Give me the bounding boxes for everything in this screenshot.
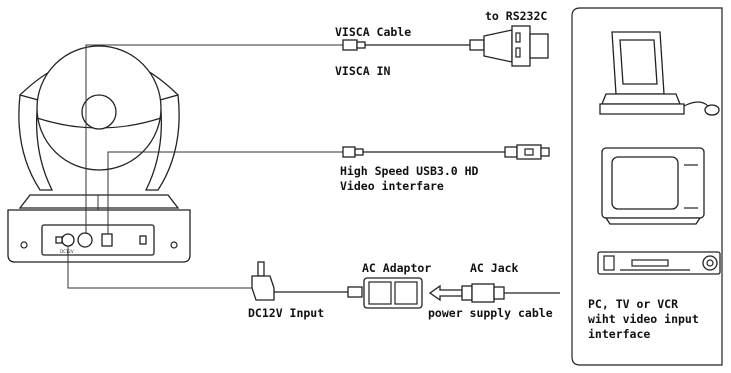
dc12v-label: DC12V Input — [248, 306, 325, 320]
visca-in-label: VISCA IN — [335, 64, 391, 78]
usb-label-line1: High Speed USB3.0 HD — [340, 164, 479, 178]
camera-base-top — [18, 194, 180, 209]
visca-wire — [85, 44, 344, 234]
ac-jack-label: AC Jack — [470, 261, 519, 275]
ac-jack — [461, 285, 473, 301]
visca-connector — [342, 39, 358, 51]
dc-wire — [67, 246, 258, 289]
vcr-icon — [597, 251, 721, 275]
camera-lens — [81, 94, 117, 130]
dc-port — [61, 233, 75, 247]
devices-label-line3: interface — [588, 327, 651, 341]
usb-connector-camera — [342, 146, 356, 158]
camera-illustration: DC12V — [7, 45, 191, 263]
visca-cable — [342, 25, 549, 67]
arrow-icon — [428, 284, 463, 302]
usb-wire — [107, 151, 344, 234]
ac-adaptor — [363, 277, 423, 309]
tv-icon — [601, 147, 705, 225]
devices-label-line1: PC, TV or VCR — [588, 297, 679, 311]
camera-wires — [67, 44, 344, 289]
dc-plug — [257, 261, 265, 277]
power-chain — [251, 261, 560, 309]
devices-panel — [571, 7, 723, 366]
visca-port — [77, 232, 93, 248]
svg-text:DC12V: DC12V — [60, 249, 74, 254]
ac-adaptor-label: AC Adaptor — [362, 261, 432, 275]
devices-border — [571, 7, 723, 366]
usb-label-line2: Video interfare — [340, 179, 444, 193]
usb-cable — [342, 144, 550, 160]
devices-label-line2: wiht video input — [588, 312, 699, 326]
rs232c-connector — [511, 25, 531, 67]
usb-port — [101, 233, 113, 247]
power-cable-label: power supply cable — [428, 306, 553, 320]
rs232c-label: to RS232C — [485, 9, 548, 23]
visca-cable-label: VISCA Cable — [335, 25, 412, 39]
usb-connector-host — [516, 144, 542, 160]
rear-panel — [41, 224, 155, 256]
pc-icon — [599, 31, 720, 116]
